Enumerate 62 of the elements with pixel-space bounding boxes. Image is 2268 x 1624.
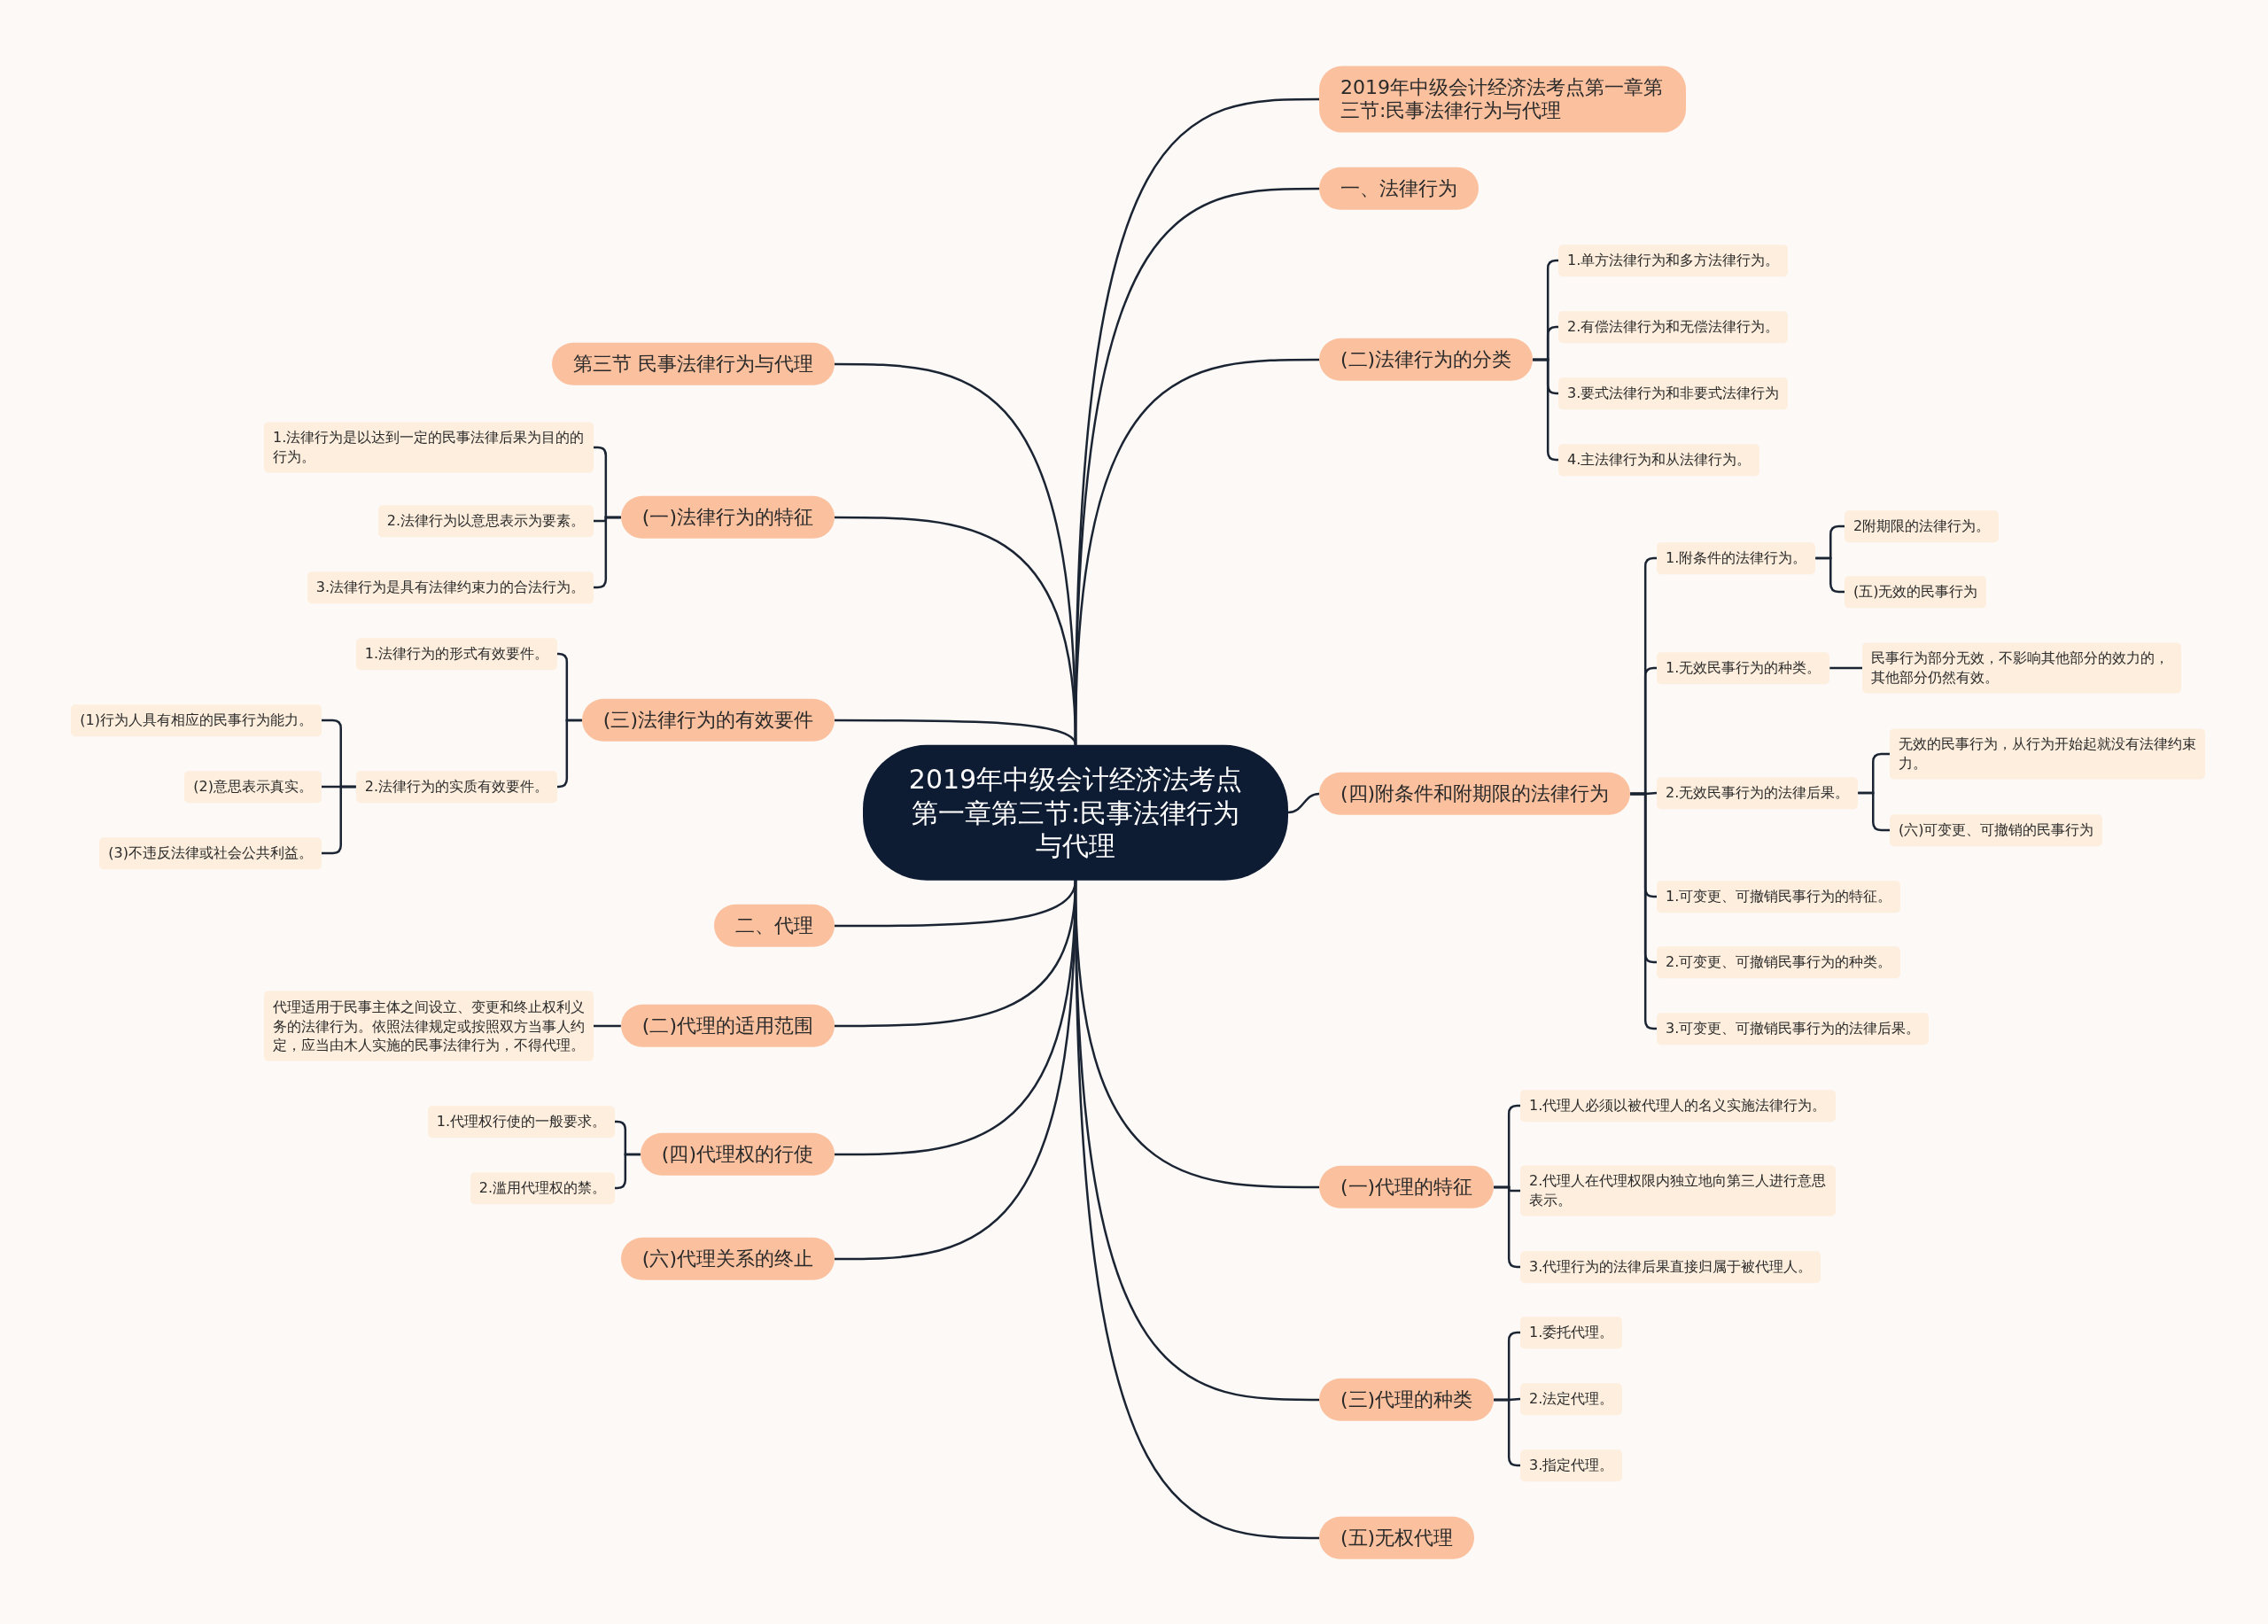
subtopic-box: 1.法律行为是以达到一定的民事法律后果为目的的行为。 <box>264 422 594 473</box>
subtopic-box: 3.指定代理。 <box>1520 1449 1623 1481</box>
subtopic-box: 民事行为部分无效，不影响其他部分的效力的，其他部分仍然有效。 <box>1862 642 2181 694</box>
connector-line <box>615 1153 641 1190</box>
connector-line <box>1858 791 1890 832</box>
connector-line <box>1829 666 1862 670</box>
connector-line <box>1494 1185 1520 1269</box>
connector-line <box>1287 792 1320 814</box>
subtopic-box: 代理适用于民事主体之间设立、变更和终止权利义务的法律行为。依照法律规定或按照双方当事人约定，应当由木人实施的民事法律行为，不得代理。 <box>264 991 594 1061</box>
topic-pill: (二)法律行为的分类 <box>1319 338 1534 382</box>
topic-pill: (一)法律行为的特征 <box>620 495 835 540</box>
topic-pill: (四)附条件和附期限的法律行为 <box>1319 772 1631 816</box>
subtopic-box: 3.可变更、可撤销民事行为的法律后果。 <box>1657 1013 1930 1045</box>
subtopic-box: 1.代理人必须以被代理人的名义实施法律行为。 <box>1520 1090 1836 1122</box>
central-topic: 2019年中级会计经济法考点第一章第三节:民事法律行为与代理 <box>863 744 1288 881</box>
connector-line <box>594 1024 621 1028</box>
topic-pill: (五)无权代理 <box>1319 1516 1475 1560</box>
subtopic-box: 3.要式法律行为和非要式法律行为 <box>1558 377 1789 409</box>
topic-pill: (六)代理关系的终止 <box>620 1237 835 1281</box>
topic-pill: (二)代理的适用范围 <box>620 1004 835 1048</box>
connector-line <box>556 719 582 789</box>
subtopic-box: 2.无效民事行为的法律后果。 <box>1657 777 1859 809</box>
topic-pill: (一)代理的特征 <box>1319 1165 1495 1209</box>
subtopic-box: 4.主法律行为和从法律行为。 <box>1558 444 1760 476</box>
subtopic-box: 2.法律行为的实质有效要件。 <box>355 771 557 803</box>
subtopic-box: (五)无效的民事行为 <box>1845 576 1987 608</box>
subtopic-box: 1.代理权行使的一般要求。 <box>427 1106 615 1138</box>
subtopic-box: (1)行为人具有相应的民事行为能力。 <box>71 704 322 736</box>
connector-line <box>1074 880 1319 1540</box>
topic-pill: (四)代理权的行使 <box>640 1132 835 1177</box>
subtopic-box: 1.单方法律行为和多方法律行为。 <box>1558 245 1789 276</box>
subtopic-box: 1.委托代理。 <box>1520 1317 1623 1348</box>
connector-line <box>1815 556 1845 594</box>
topic-pill: (三)法律行为的有效要件 <box>581 698 835 742</box>
subtopic-box: 1.可变更、可撤销民事行为的特征。 <box>1657 881 1901 913</box>
topic-pill: 第三节 民事法律行为与代理 <box>552 342 835 386</box>
subtopic-box: 2.法定代理。 <box>1520 1383 1623 1415</box>
subtopic-box: 2.可变更、可撤销民事行为的种类。 <box>1657 946 1901 978</box>
subtopic-box: (3)不违反法律或社会公共利益。 <box>99 837 322 869</box>
subtopic-box: 1.无效民事行为的种类。 <box>1657 652 1830 684</box>
subtopic-box: 2.代理人在代理权限内独立地向第三人进行意思表示。 <box>1520 1165 1836 1216</box>
subtopic-box: 2附期限的法律行为。 <box>1845 510 2000 542</box>
connector-line <box>1074 358 1319 745</box>
connector-line <box>1533 358 1558 462</box>
subtopic-box: 1.附条件的法律行为。 <box>1657 542 1816 574</box>
subtopic-box: 无效的民事行为，从行为开始起就没有法律约束力。 <box>1890 728 2205 780</box>
subtopic-box: 3.法律行为是具有法律约束力的合法行为。 <box>307 571 594 603</box>
topic-pill: 二、代理 <box>714 904 835 948</box>
subtopic-box: (六)可变更、可撤销的民事行为 <box>1890 814 2103 846</box>
topic-pill: 2019年中级会计经济法考点第一章第三节:民事法律行为与代理 <box>1319 66 1686 133</box>
connector-line <box>835 719 1077 746</box>
subtopic-box: 1.法律行为的形式有效要件。 <box>355 638 557 670</box>
subtopic-box: 2.有偿法律行为和无偿法律行为。 <box>1558 311 1789 343</box>
subtopic-box: 2.滥用代理权的禁。 <box>470 1172 615 1204</box>
subtopic-box: (2)意思表示真实。 <box>184 771 322 803</box>
topic-pill: (三)代理的种类 <box>1319 1378 1495 1422</box>
connector-line <box>1630 792 1657 1030</box>
connector-line <box>1494 1398 1520 1467</box>
topic-pill: 一、法律行为 <box>1319 167 1479 211</box>
subtopic-box: 2.法律行为以意思表示为要素。 <box>377 505 594 537</box>
subtopic-box: 3.代理行为的法律后果直接归属于被代理人。 <box>1520 1251 1821 1283</box>
connector-line <box>322 785 356 855</box>
